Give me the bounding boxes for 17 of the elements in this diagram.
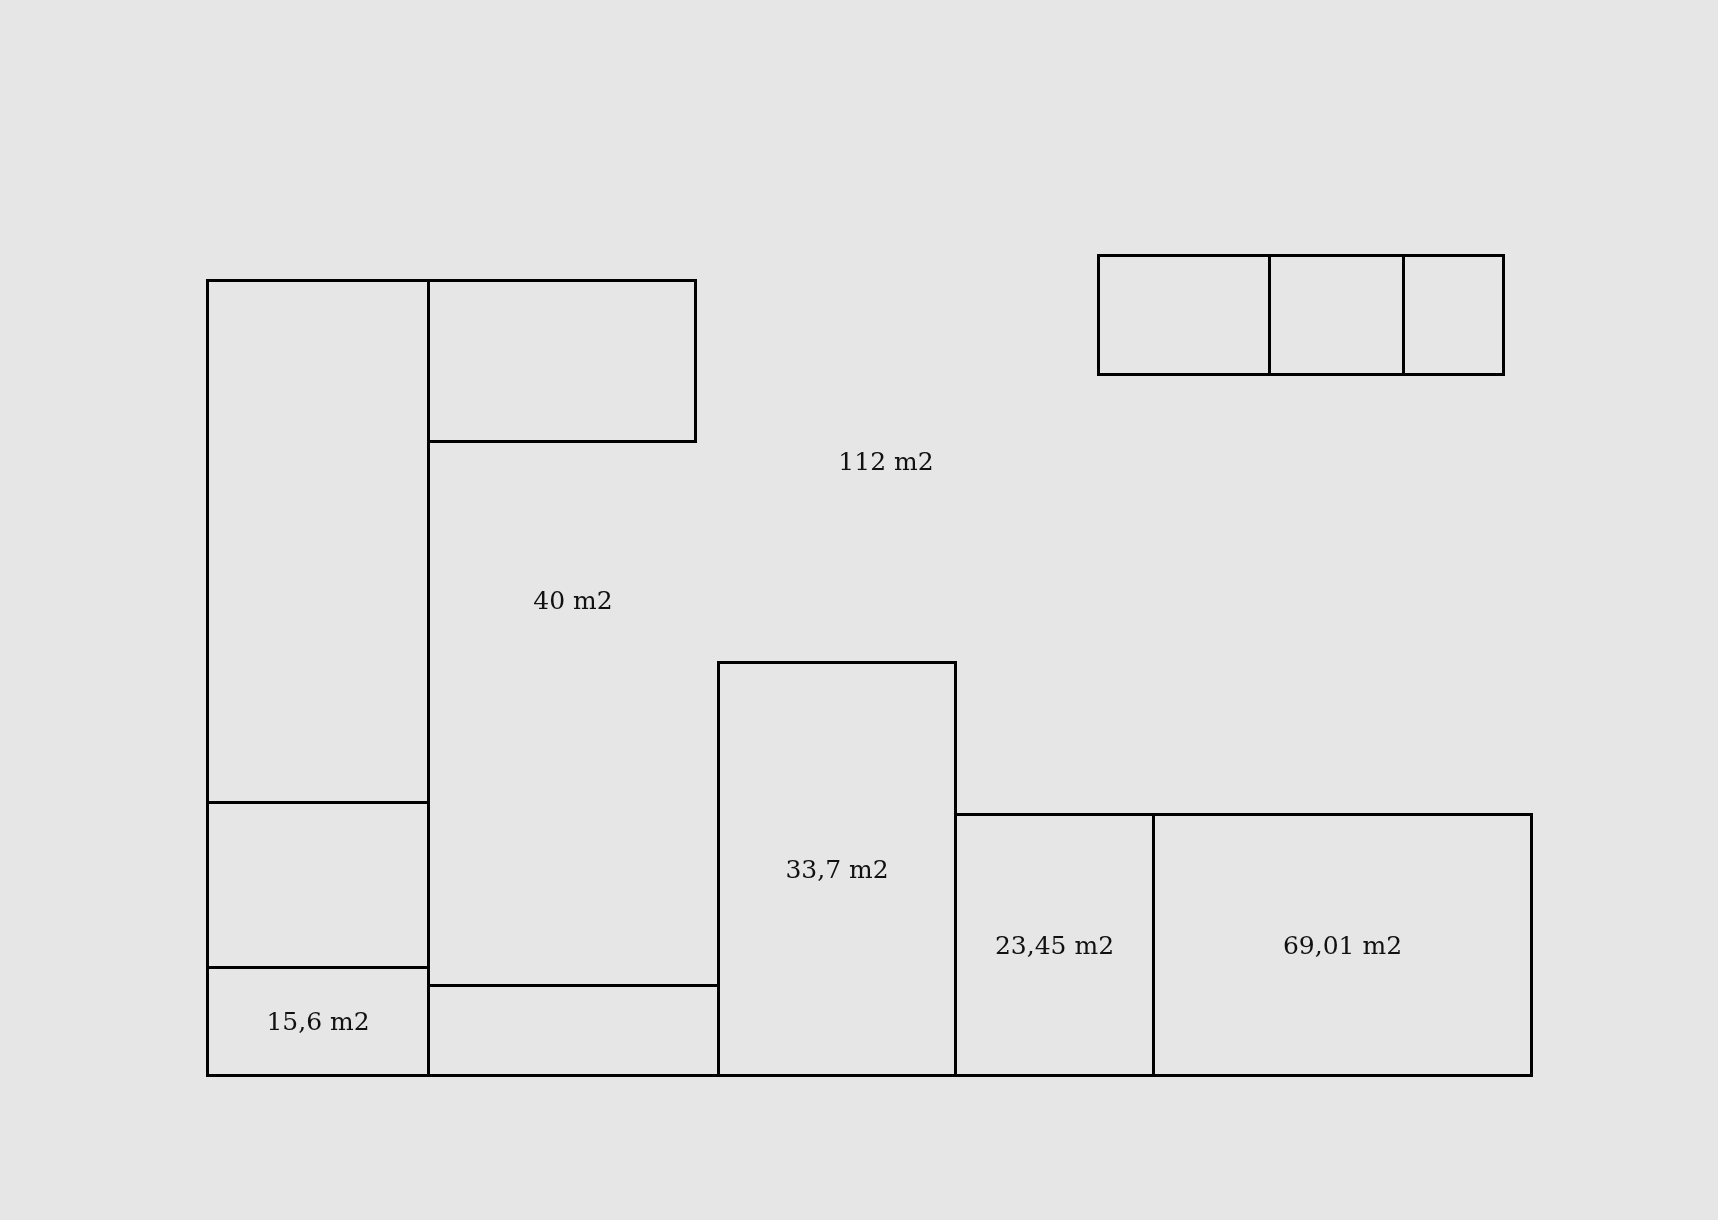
room-outline	[206, 279, 430, 804]
area-label: 23,45 m2	[994, 930, 1115, 960]
area-label: 69,01 m2	[1282, 930, 1403, 960]
room-outline	[206, 801, 430, 969]
room-outline	[206, 966, 430, 1077]
area-label: 15,6 m2	[266, 1007, 370, 1036]
area-label: 33,7 m2	[785, 854, 889, 884]
room-outline	[427, 279, 697, 443]
room-outline	[1268, 254, 1405, 376]
room-outline	[1402, 254, 1505, 376]
room-outline	[1097, 254, 1271, 376]
area-label: 112 m2	[838, 446, 934, 476]
room-outline	[427, 984, 720, 1077]
room-outline	[1152, 813, 1533, 1077]
room-outline	[954, 813, 1155, 1077]
area-label: 40 m2	[533, 585, 613, 615]
room-outline	[717, 661, 957, 1077]
